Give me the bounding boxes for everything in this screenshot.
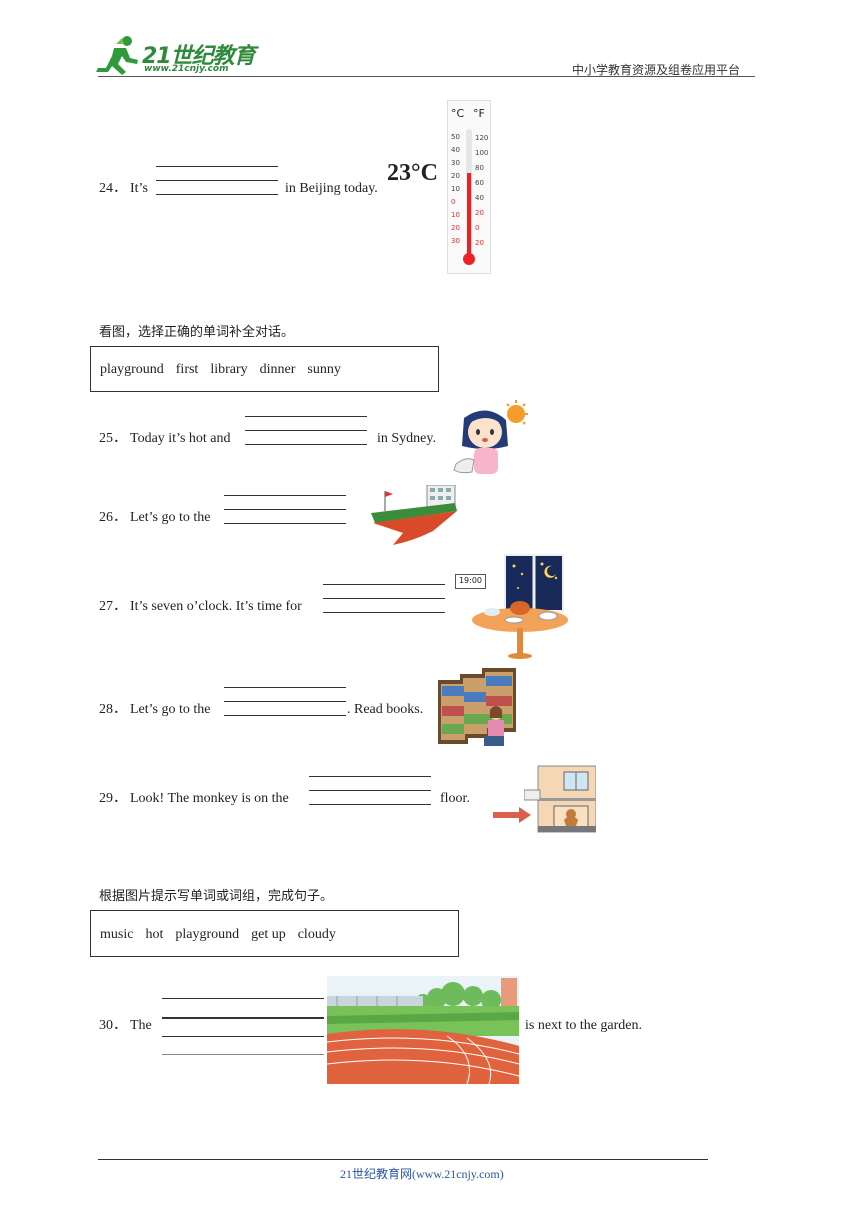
q27-answer-blank[interactable] (323, 584, 445, 626)
playground-image (371, 485, 457, 545)
word-option: hot (145, 927, 164, 942)
q29-number: 29． (99, 791, 127, 806)
temperature-label: 23°C (387, 160, 438, 186)
header: 21世纪教育 www.21cnjy.com 中小学教育资源及组卷应用平台 (0, 0, 860, 80)
header-rule (98, 76, 755, 77)
logo-text: 21世纪教育 (142, 44, 256, 69)
q30-answer-blank[interactable] (162, 998, 324, 1055)
q24-text-post: in Beijing today. (285, 181, 378, 196)
word-option: cloudy (297, 927, 336, 942)
runner-logo-icon (96, 36, 138, 75)
running-track-image (327, 976, 519, 1084)
hot-girl-sun-image (453, 400, 528, 474)
thermometer-tick-label: 20 (451, 224, 460, 232)
q28-text-post: . Read books. (347, 702, 424, 717)
thermometer-bulb (463, 253, 475, 265)
logo: 21世纪教育 www.21cnjy.com (94, 34, 264, 78)
q24-answer-blank[interactable] (156, 166, 278, 208)
q28-answer-blank[interactable] (224, 687, 346, 729)
celsius-ticks: 50 40 30 20 10 0 10 20 30 (451, 131, 460, 248)
thermometer-tick-label: 10 (451, 185, 460, 193)
q30-text-pre: The (130, 1018, 152, 1033)
building-monkey-image (524, 765, 596, 833)
word-option: dinner (259, 362, 296, 377)
footer-rule (98, 1159, 708, 1160)
thermometer-tick-label: 60 (475, 179, 484, 187)
q27-text-pre: It’s seven o’clock. It’s time for (130, 599, 302, 614)
library-image (438, 668, 516, 746)
q24-text-pre: It’s (130, 181, 148, 196)
thermometer-tick-label: 20 (451, 172, 460, 180)
thermometer-tick-label: 30 (451, 159, 460, 167)
fahrenheit-ticks: 120 100 80 60 40 20 0 20 (475, 131, 488, 251)
q26-text-pre: Let’s go to the (130, 510, 211, 525)
footer-text: 21世纪教育网(www.21cnjy.com) (340, 1167, 504, 1181)
thermometer-tick-label: 40 (451, 146, 460, 154)
thermometer-tick-label: 30 (451, 237, 460, 245)
thermometer-tick-label: 120 (475, 134, 489, 142)
q29-answer-blank[interactable] (309, 776, 431, 818)
q27-number: 27． (99, 599, 127, 614)
arrow-icon (493, 807, 531, 823)
thermometer-tick-label: 80 (475, 164, 484, 172)
word-option: music (100, 927, 134, 942)
thermometer-fahrenheit-label: °F (473, 107, 485, 120)
q24-number: 24． (99, 181, 127, 196)
q30-text-post: is next to the garden. (525, 1018, 643, 1033)
q25-number: 25． (99, 431, 127, 446)
thermometer-tick-label: 100 (475, 149, 489, 157)
q29-text-post: floor. (440, 791, 470, 806)
word-option: playground (100, 362, 164, 377)
thermometer-mercury (467, 173, 471, 257)
q26-number: 26． (99, 510, 127, 525)
digital-clock: 19:00 (455, 574, 486, 589)
thermometer-celsius-label: °C (451, 107, 465, 120)
q28-number: 28． (99, 702, 127, 717)
q30-number: 30． (99, 1018, 127, 1033)
q25-answer-blank[interactable] (245, 416, 367, 458)
q29-text-pre: Look! The monkey is on the (130, 791, 289, 806)
word-option: library (210, 362, 248, 377)
word-option: playground (175, 927, 240, 942)
word-option: sunny (307, 362, 341, 377)
thermometer-tick-label: 0 (475, 224, 480, 232)
word-option: first (175, 362, 199, 377)
section1-word-box: playground first library dinner sunny (90, 346, 439, 392)
section1-instruction: 看图，选择正确的单词补全对话。 (99, 325, 295, 340)
q26-answer-blank[interactable] (224, 495, 346, 537)
thermometer-tick-label: 40 (475, 194, 484, 202)
clock-time: 19:00 (458, 576, 483, 585)
q25-text-post: in Sydney. (377, 431, 436, 446)
dinner-night-image (472, 554, 568, 659)
logo-url: www.21cnjy.com (144, 64, 229, 74)
section2-word-box: music hot playground get up cloudy (90, 910, 459, 957)
word-option: get up (251, 927, 286, 942)
thermometer-tick-label: 20 (475, 209, 484, 217)
thermometer-tick-label: 20 (475, 239, 484, 247)
thermometer-tick-label: 50 (451, 133, 460, 141)
section2-instruction: 根据图片提示写单词或词组，完成句子。 (99, 889, 334, 904)
thermometer-tick-label: 0 (451, 198, 456, 206)
platform-name: 中小学教育资源及组卷应用平台 (572, 63, 741, 77)
thermometer-tick-label: 10 (451, 211, 460, 219)
q25-text-pre: Today it’s hot and (130, 431, 231, 446)
q28-text-pre: Let’s go to the (130, 702, 211, 717)
